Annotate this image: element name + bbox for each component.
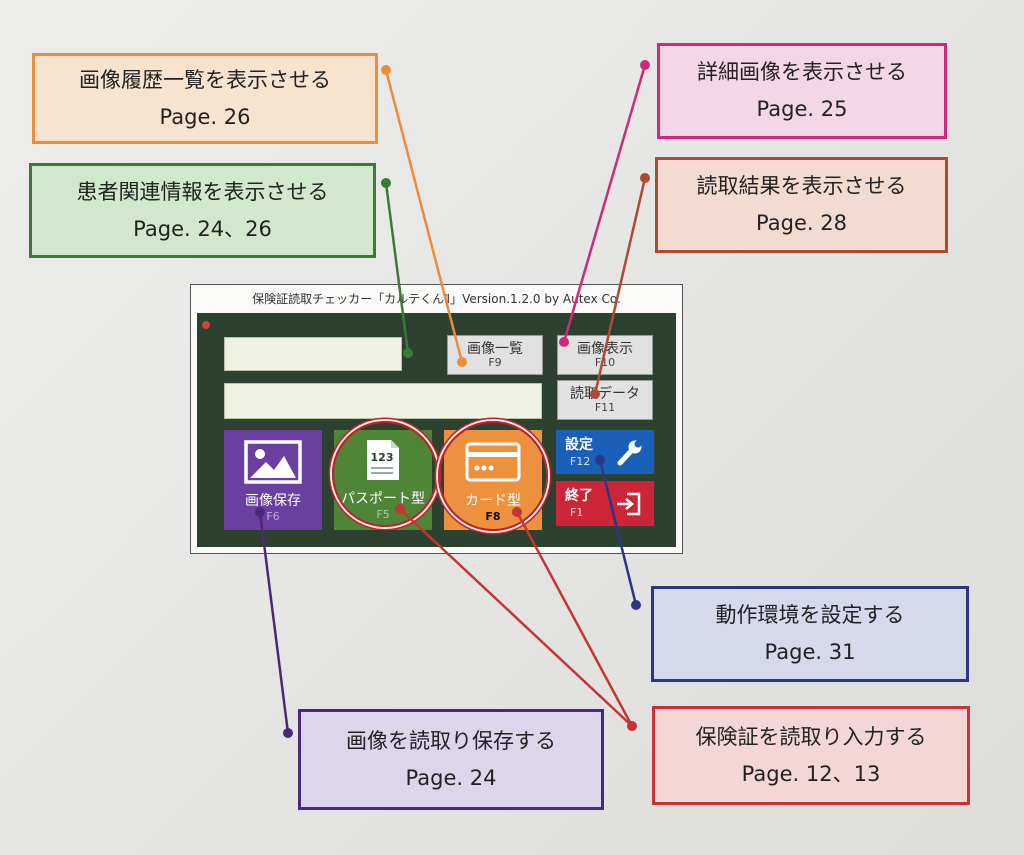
callout-settings: 動作環境を設定する Page. 31 xyxy=(651,586,969,682)
callout-image-history: 画像履歴一覧を表示させる Page. 26 xyxy=(32,53,378,144)
settings-button[interactable]: 設定 F12 xyxy=(556,430,654,474)
shortcut-key: F9 xyxy=(488,355,502,369)
callout-page: Page. 26 xyxy=(159,104,251,129)
read-data-button[interactable]: 読取データ F11 xyxy=(557,380,653,420)
callout-page: Page. 28 xyxy=(756,211,847,235)
document-icon: 123 xyxy=(367,440,399,480)
shortcut-key: F8 xyxy=(485,510,501,523)
passport-read-button[interactable]: 123 パスポート型 F5 xyxy=(334,430,432,530)
app-body: 画像一覧 F9 画像表示 F10 読取データ F11 画像保存 F6 123 xyxy=(197,313,676,547)
app-window: 保険証読取チェッカー「カルテくんⅡ」Version.1.2.0 by Autex… xyxy=(190,284,683,554)
picture-icon xyxy=(244,440,302,484)
app-title: 保険証読取チェッカー「カルテくんⅡ」Version.1.2.0 by Autex… xyxy=(252,292,621,306)
passport-icon-text: 123 xyxy=(371,451,394,464)
callout-title: 画像履歴一覧を表示させる xyxy=(79,67,331,92)
tile-label: 画像保存 xyxy=(245,493,301,509)
callout-title: 患者関連情報を表示させる xyxy=(76,179,329,204)
callout-title: 画像を読取り保存する xyxy=(346,728,556,753)
image-list-button[interactable]: 画像一覧 F9 xyxy=(447,335,543,375)
callout-image-save: 画像を読取り保存する Page. 24 xyxy=(298,709,604,810)
callout-patient-info: 患者関連情報を表示させる Page. 24、26 xyxy=(29,163,376,258)
callout-title: 動作環境を設定する xyxy=(715,603,905,628)
callout-page: Page. 25 xyxy=(756,97,848,121)
tile-label: カード型 xyxy=(465,493,521,509)
button-label: 読取データ xyxy=(570,385,640,402)
exit-icon xyxy=(617,492,641,516)
card-read-button[interactable]: カード型 F8 xyxy=(444,430,542,530)
card-icon xyxy=(465,442,521,482)
shortcut-key: F1 xyxy=(570,506,584,519)
callout-page: Page. 24、26 xyxy=(133,216,272,241)
button-label: 画像一覧 xyxy=(467,340,523,357)
exit-button[interactable]: 終了 F1 xyxy=(556,481,654,526)
tile-label: 設定 xyxy=(565,437,593,453)
tile-label: 終了 xyxy=(565,488,593,504)
callout-page: Page. 12、13 xyxy=(741,761,881,786)
callout-title: 保険証を読取り入力する xyxy=(695,724,927,749)
detail-info-field[interactable] xyxy=(224,383,542,419)
wrench-icon xyxy=(617,440,642,466)
callout-title: 詳細画像を表示させる xyxy=(697,60,907,85)
callout-insurance-read: 保険証を読取り入力する Page. 12、13 xyxy=(652,706,970,805)
status-dot xyxy=(202,321,210,329)
image-view-button[interactable]: 画像表示 F10 xyxy=(557,335,653,375)
shortcut-key: F10 xyxy=(594,355,616,369)
callout-detail-image: 詳細画像を表示させる Page. 25 xyxy=(657,43,947,139)
patient-info-field[interactable] xyxy=(224,337,402,371)
callout-page: Page. 31 xyxy=(764,640,856,664)
shortcut-key: F5 xyxy=(376,508,390,521)
image-save-button[interactable]: 画像保存 F6 xyxy=(224,430,322,530)
shortcut-key: F11 xyxy=(594,400,616,414)
shortcut-key: F12 xyxy=(570,455,591,468)
callout-page: Page. 24 xyxy=(405,765,497,790)
callout-read-result: 読取結果を表示させる Page. 28 xyxy=(655,157,948,253)
tile-label: パスポート型 xyxy=(341,491,425,507)
button-label: 画像表示 xyxy=(577,340,633,357)
shortcut-key: F6 xyxy=(266,510,280,523)
callout-title: 読取結果を表示させる xyxy=(696,174,907,199)
